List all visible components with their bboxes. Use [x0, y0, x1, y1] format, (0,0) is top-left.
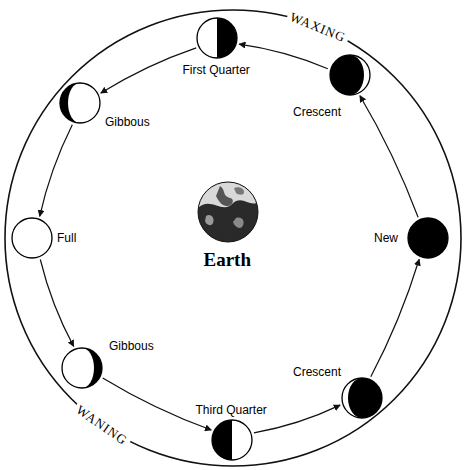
- phase-label: Full: [57, 231, 76, 245]
- moon-phase: Gibbous: [59, 82, 151, 129]
- earth-globe: [197, 181, 259, 243]
- cycle-label: WAXING: [285, 8, 351, 46]
- moon-symbol: [211, 419, 253, 461]
- phase-label: Gibbous: [105, 115, 150, 129]
- phase-label: First Quarter: [183, 63, 250, 77]
- moon-symbol: [196, 17, 238, 59]
- phase-arrow: [40, 125, 73, 217]
- phase-label: Crescent: [293, 365, 341, 379]
- phase-label: Crescent: [293, 105, 341, 119]
- phase-arrow: [360, 96, 418, 218]
- phase-label: New: [374, 231, 398, 245]
- moon-phase: Full: [11, 217, 78, 259]
- earth-node: Earth: [197, 181, 259, 271]
- moon-phase: New: [374, 217, 449, 259]
- moon-symbol: [11, 217, 53, 259]
- moon-phase: Crescent: [293, 54, 371, 119]
- moon-phase: Third Quarter: [196, 403, 269, 461]
- moon-phase: Gibbous: [61, 339, 155, 389]
- earth-label: Earth: [204, 249, 252, 271]
- moon-symbol: [61, 347, 103, 389]
- moon-symbol: [341, 377, 383, 419]
- phase-arrow: [101, 48, 196, 93]
- moon-phase: First Quarter: [183, 17, 252, 77]
- phase-arrow: [371, 259, 419, 376]
- moon-symbol: [407, 217, 449, 259]
- moon-symbol: [329, 54, 371, 96]
- phase-label: Third Quarter: [196, 403, 267, 417]
- phase-arrow: [103, 378, 212, 430]
- phase-arrow: [40, 260, 73, 347]
- moon-phase: Crescent: [293, 365, 383, 419]
- phase-label: Gibbous: [109, 339, 154, 353]
- phase-arrow: [239, 44, 328, 69]
- cycle-label: WANING: [71, 400, 133, 449]
- moon-symbol: [59, 82, 101, 124]
